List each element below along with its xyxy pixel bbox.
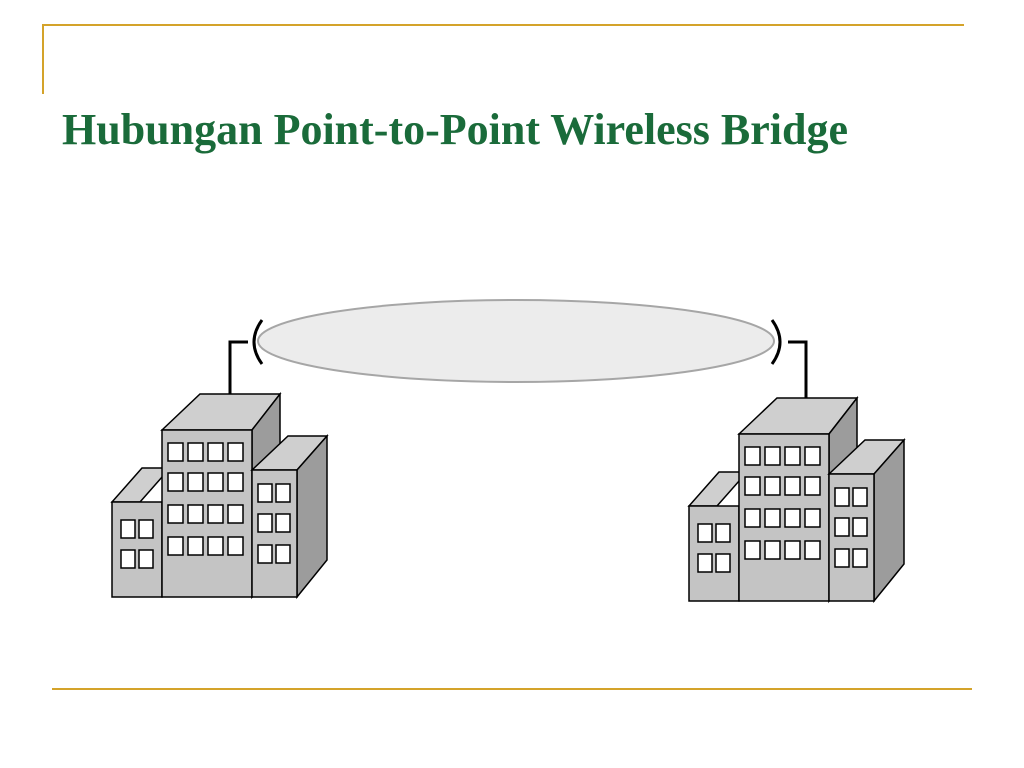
frame-top-line	[42, 24, 964, 26]
building-left-low-block	[110, 467, 172, 598]
office-building-icon-right	[687, 395, 906, 604]
frame-left-line	[42, 24, 44, 94]
antenna-icon-right	[770, 319, 808, 400]
building-right-tower	[737, 395, 859, 604]
antenna-icon-left	[228, 319, 264, 399]
building-right-right-block	[827, 438, 906, 604]
building-right-low-block	[687, 471, 749, 602]
building-left-right-block	[250, 434, 329, 600]
wireless-link-ellipse	[257, 299, 775, 383]
office-building-icon-left	[110, 391, 329, 600]
frame-bottom-line	[52, 688, 972, 690]
slide-title: Hubungan Point-to-Point Wireless Bridge	[62, 105, 848, 154]
